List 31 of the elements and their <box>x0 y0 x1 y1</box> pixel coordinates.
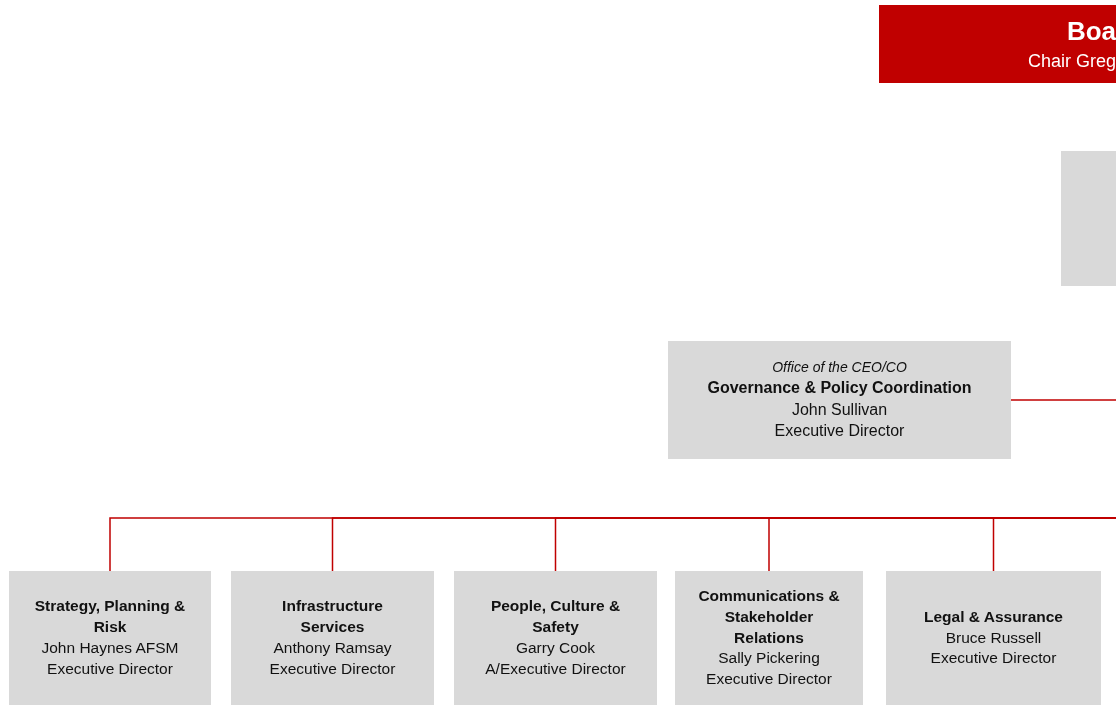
org-unit-box <box>675 571 863 705</box>
unit-text: Executive Director <box>47 658 173 679</box>
unit-text: Governance & Policy Coordination <box>707 378 972 399</box>
connector-line <box>992 517 1116 572</box>
unit-title: Strategy, Planning & Risk <box>33 596 187 638</box>
unit-text: Chair Greg <box>1027 50 1116 74</box>
org-unit-box <box>231 571 434 705</box>
empty-box <box>1061 151 1116 286</box>
unit-title: Communications & Stakeholder Relations <box>697 585 841 648</box>
unit-text: Garry Cook <box>515 638 596 658</box>
unit-text: John Haynes AFSM <box>41 638 179 658</box>
org-unit-box <box>9 571 211 705</box>
unit-text: Executive Director <box>269 658 396 679</box>
unit-text: Sally Pickering <box>718 648 820 669</box>
unit-text: Executive Director <box>774 421 905 442</box>
org-unit-box <box>454 571 657 705</box>
unit-text: Bruce Russell <box>945 627 1042 648</box>
unit-title: People, Culture & Safety <box>489 596 622 638</box>
unit-text: Executive Director <box>930 648 1057 669</box>
unit-text: Executive Director <box>706 669 832 690</box>
org-unit-box <box>668 341 1011 459</box>
board-box <box>879 5 1116 83</box>
unit-text: Anthony Ramsay <box>273 638 392 658</box>
unit-title: Office of the CEO/CO <box>772 358 907 378</box>
unit-text: A/Executive Director <box>485 658 626 679</box>
unit-title: Legal & Assurance <box>924 606 1063 627</box>
connector-line <box>1010 399 1116 401</box>
unit-title: Infrastructure Services <box>281 596 384 638</box>
org-unit-box <box>886 571 1101 705</box>
unit-text: John Sullivan <box>791 399 888 420</box>
unit-title: Boa <box>1066 15 1116 49</box>
